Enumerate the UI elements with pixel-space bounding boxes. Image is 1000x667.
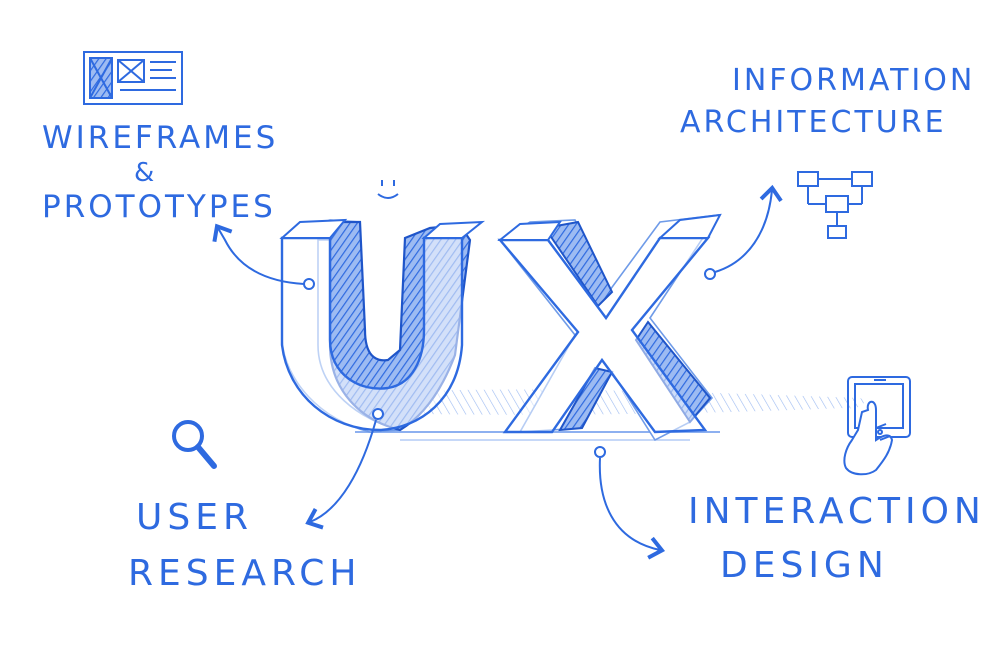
label-research: RESEARCH [128, 553, 362, 594]
label-interaction: INTERACTION [688, 491, 986, 532]
arrow-to-wireframes [212, 223, 315, 290]
letter-u [279, 218, 486, 433]
label-wireframes: WIREFRAMES [42, 120, 279, 156]
sitemap-icon [797, 171, 873, 239]
wireframe-icon [83, 51, 183, 105]
arrow-to-information-architecture [704, 184, 783, 280]
arrow-to-user-research [305, 408, 384, 530]
label-prototypes: PROTOTYPES [42, 189, 276, 225]
label-interaction-design: INTERACTION DESIGN [688, 494, 986, 584]
label-user: USER [136, 497, 253, 538]
label-architecture: ARCHITECTURE [680, 105, 947, 140]
label-ampersand: & [134, 158, 158, 188]
magnifier-icon [172, 420, 217, 469]
tablet-hand-icon [843, 376, 911, 476]
label-wireframes-prototypes: WIREFRAMES & PROTOTYPES [42, 123, 278, 223]
smiley-icon [377, 180, 399, 199]
label-information: INFORMATION [732, 63, 976, 98]
letter-x [497, 213, 722, 442]
label-information-architecture: INFORMATION ARCHITECTURE [680, 63, 976, 138]
label-user-research: USER RESEARCH [128, 500, 361, 592]
arrow-to-interaction-design [594, 446, 666, 560]
label-design: DESIGN [720, 545, 889, 586]
